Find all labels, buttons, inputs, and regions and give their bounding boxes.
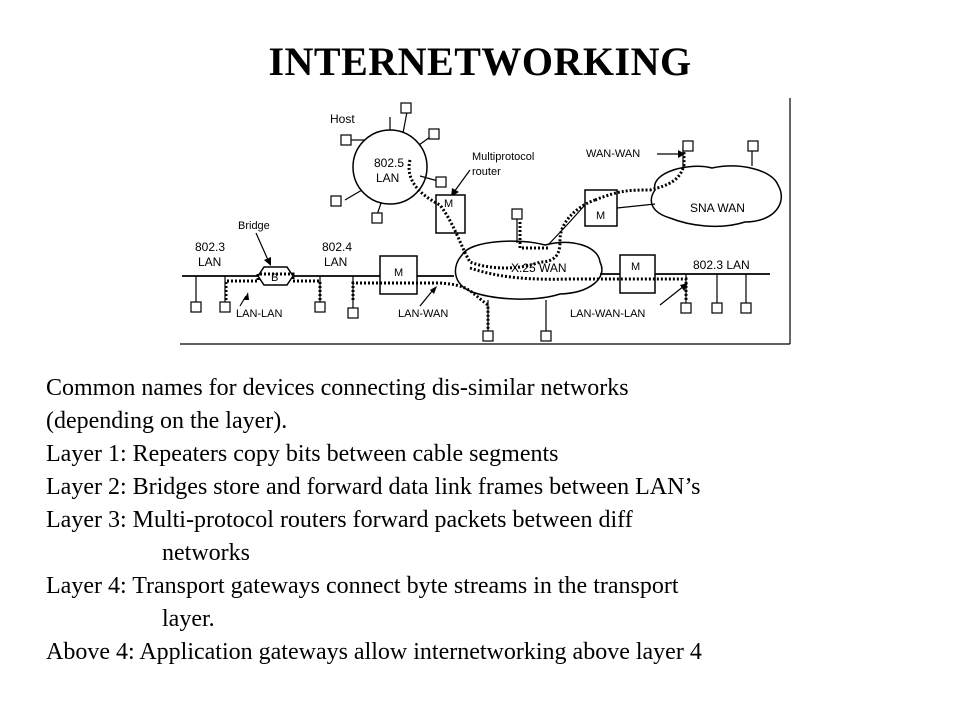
lan-lan-label: LAN-LAN — [236, 308, 283, 320]
lan-8025-label: 802.5 — [374, 156, 404, 170]
body-line: Layer 2: Bridges store and forward data … — [46, 474, 701, 500]
lan-8023-right-label: 802.3 LAN — [693, 258, 750, 272]
bridge-box-label: B — [271, 272, 278, 284]
lan-8024-label: 802.4 — [322, 240, 352, 254]
lan-station — [347, 307, 359, 319]
page-title: INTERNETWORKING — [268, 39, 692, 84]
body-line: (depending on the layer). — [46, 408, 288, 434]
ring-station — [330, 195, 342, 207]
wan-wan-label: WAN-WAN — [586, 148, 640, 160]
lan-station — [680, 302, 692, 314]
arrowhead-icon — [244, 292, 249, 300]
sna-wan-cloud — [650, 165, 783, 228]
x25-station — [511, 208, 523, 220]
sna-station — [747, 140, 759, 152]
body-line: Common names for devices connecting dis-… — [46, 375, 629, 401]
dotted-paths — [224, 152, 688, 330]
x25-wan-label: X.25 WAN — [511, 261, 567, 275]
host-label: Host — [330, 112, 355, 126]
router-arrow-line — [453, 169, 471, 193]
router-box-label: M — [394, 267, 403, 279]
router-box — [619, 254, 656, 294]
ring-station — [435, 176, 447, 188]
body-line: Layer 4: Transport gateways connect byte… — [46, 573, 679, 599]
router-box-label: M — [444, 198, 453, 210]
ring-station — [428, 128, 440, 140]
arrowhead-icon — [678, 150, 685, 158]
lan-station — [711, 302, 723, 314]
internetworking-diagram: Host 802.5 LAN Multiprotocol router M SN… — [180, 98, 791, 345]
lan-8024-label-2: LAN — [324, 255, 347, 269]
body-line-continuation: networks — [162, 540, 250, 566]
body-line-continuation: layer. — [162, 606, 215, 632]
lan-8025-label-2: LAN — [376, 171, 399, 185]
token-ring-lan: Host 802.5 LAN — [330, 102, 447, 224]
x25-station — [482, 330, 494, 342]
lan-8023-label: 802.3 — [195, 240, 225, 254]
body-line: Layer 3: Multi-protocol routers forward … — [46, 507, 633, 533]
router-box-label: M — [596, 210, 605, 222]
sna-station — [682, 140, 694, 152]
arrowhead-icon — [430, 286, 437, 294]
bridge-label: Bridge — [238, 220, 270, 232]
router-label: router — [472, 166, 501, 178]
lan-station — [219, 301, 231, 313]
x25-station — [540, 330, 552, 342]
host-station — [400, 102, 412, 114]
lan-wan-lan-label: LAN-WAN-LAN — [570, 308, 645, 320]
lan-station — [314, 301, 326, 313]
arrowhead-icon — [264, 257, 271, 266]
router-box-label: M — [631, 261, 640, 273]
arrowhead-icon — [680, 283, 688, 291]
sna-wan-label: SNA WAN — [690, 201, 745, 215]
router-box — [379, 255, 418, 295]
multiprotocol-label: Multiprotocol — [472, 151, 534, 163]
ring-station — [371, 212, 383, 224]
body-line: Above 4: Application gateways allow inte… — [46, 639, 702, 665]
body-text: Common names for devices connecting dis-… — [46, 372, 946, 669]
lan-wan-label: LAN-WAN — [398, 308, 448, 320]
router-box — [435, 194, 466, 234]
lan-station — [740, 302, 752, 314]
body-line: Layer 1: Repeaters copy bits between cab… — [46, 441, 559, 467]
ring-station — [340, 134, 352, 146]
lan-8023-label-2: LAN — [198, 255, 221, 269]
lan-station — [190, 301, 202, 313]
